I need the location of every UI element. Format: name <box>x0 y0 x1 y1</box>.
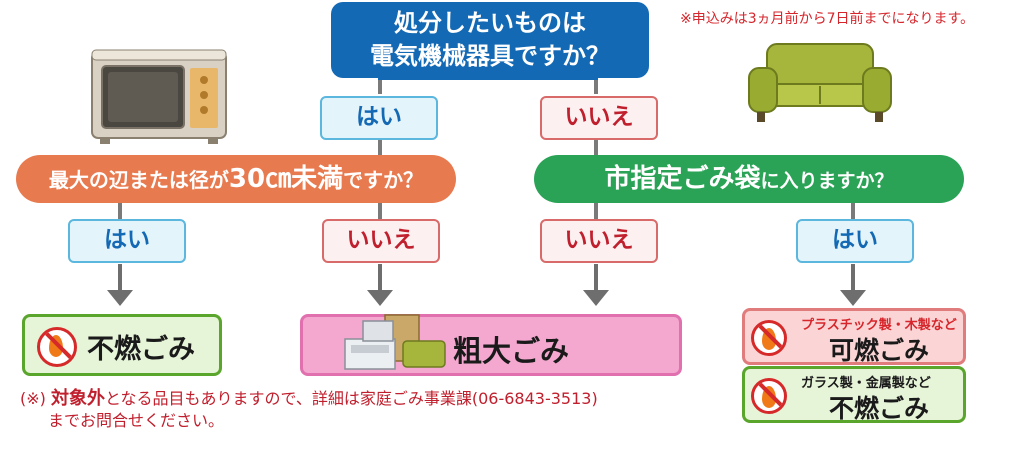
no-burn-icon <box>37 327 77 367</box>
arrow-head-left-yes <box>107 290 133 306</box>
question-left-pre: 最大の辺または径が <box>48 168 229 192</box>
question-left-post: ですか？ <box>343 168 424 192</box>
connector-top-right <box>594 78 598 94</box>
answer-left-yes: はい <box>68 219 186 263</box>
question-electrical-appliance: 処分したいものは 電気機械器具ですか？ <box>331 2 649 78</box>
question-size-under-30cm: 最大の辺または径が30㎝未満ですか？ <box>16 155 456 203</box>
result-burnable: プラスチック製・木製など 可燃ごみ <box>742 308 966 365</box>
result-bulky-waste: 粗大ごみ <box>300 314 682 376</box>
connector-right-no <box>594 203 598 219</box>
connector-no-to-right <box>594 140 598 156</box>
connector-top-left <box>378 78 382 94</box>
footnote-line2: までお問合せください。 <box>48 411 225 430</box>
microwave-illustration <box>91 49 227 144</box>
footnote-line1-rest: となる品目もありますので、詳細は家庭ごみ事業課(06-6843-3513) <box>104 389 598 408</box>
result-non-burnable-right: ガラス製・金属製など 不燃ごみ <box>742 366 966 423</box>
result-bulky-waste-label: 粗大ごみ <box>453 334 570 368</box>
sofa-illustration <box>748 43 892 122</box>
question-top-line2: 電気機械器具ですか？ <box>370 42 610 70</box>
result-burnable-label: 可燃ごみ <box>829 336 930 365</box>
no-burn-icon <box>751 320 787 356</box>
question-fits-city-bag: 市指定ごみ袋に入りますか？ <box>534 155 964 203</box>
answer-right-no: いいえ <box>540 219 658 263</box>
no-burn-icon <box>751 378 787 414</box>
connector-right-yes <box>851 203 855 219</box>
answer-right-yes: はい <box>796 219 914 263</box>
arrow-stem-left-no <box>378 264 382 290</box>
question-top-line1: 処分したいものは <box>394 9 586 37</box>
footnote-line1: (※) 対象外となる品目もありますので、詳細は家庭ごみ事業課(06-6843-3… <box>20 388 598 410</box>
result-non-burnable-right-label: 不燃ごみ <box>829 394 930 423</box>
connector-left-no <box>378 203 382 219</box>
question-right-rest: に入りますか？ <box>760 170 894 192</box>
question-left-num: 30㎝ <box>228 164 292 194</box>
result-non-burnable-left-label: 不燃ごみ <box>87 334 195 365</box>
arrow-stem-right-yes <box>851 264 855 290</box>
footnote-mark: (※) <box>20 389 46 408</box>
footnote: (※) 対象外となる品目もありますので、詳細は家庭ごみ事業課(06-6843-3… <box>20 388 598 432</box>
answer-top-yes: はい <box>320 96 438 140</box>
arrow-stem-right-no <box>594 264 598 290</box>
bulky-items-illustration <box>344 314 446 370</box>
arrow-head-right-yes <box>840 290 866 306</box>
answer-left-no: いいえ <box>322 219 440 263</box>
arrow-head-right-no <box>583 290 609 306</box>
footnote-strong: 対象外 <box>50 388 105 409</box>
arrow-head-left-no <box>367 290 393 306</box>
connector-yes-to-left <box>378 140 382 156</box>
result-burnable-sub: プラスチック製・木製など <box>801 318 957 333</box>
connector-left-yes <box>118 203 122 219</box>
question-left-post-big: 未満 <box>291 164 344 194</box>
connector-top-bar <box>378 76 598 80</box>
result-non-burnable-right-sub: ガラス製・金属製など <box>801 376 931 391</box>
question-right-big: 市指定ごみ袋 <box>604 164 761 194</box>
result-non-burnable-left: 不燃ごみ <box>22 314 222 376</box>
application-note: ※申込みは3ヵ月前から7日前までになります。 <box>680 11 975 27</box>
arrow-stem-left-yes <box>118 264 122 290</box>
answer-top-no: いいえ <box>540 96 658 140</box>
